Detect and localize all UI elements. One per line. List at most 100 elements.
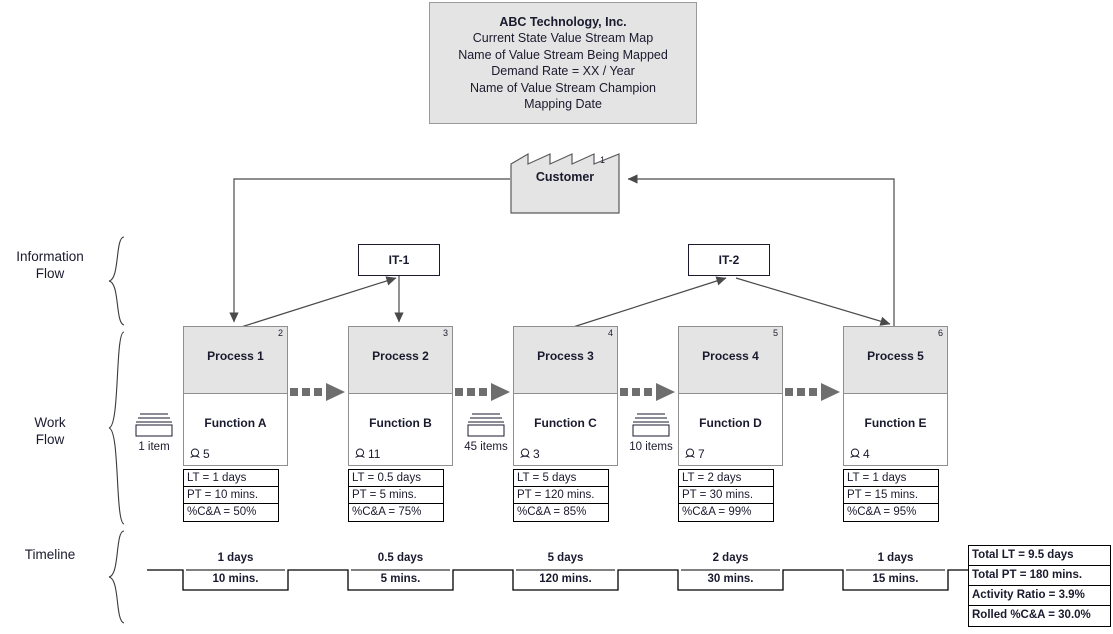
process-number: 4 xyxy=(607,328,613,338)
process-data-box-5: LT = 1 days PT = 15 mins. %C&A = 95% xyxy=(843,469,939,522)
process-box-5[interactable]: 6 Process 5 Function E 4 xyxy=(843,326,948,466)
process-data-box-4: LT = 2 days PT = 30 mins. %C&A = 99% xyxy=(678,469,774,522)
operator-count-value: 11 xyxy=(368,447,381,461)
process-name: Process 3 xyxy=(537,349,594,363)
process-header: 3 Process 2 xyxy=(349,327,452,394)
data-row-complete-accurate: %C&A = 75% xyxy=(352,506,422,518)
data-row-complete-accurate: %C&A = 85% xyxy=(517,506,587,518)
timeline-mins-4: 30 mins. xyxy=(707,573,754,585)
operator-icon xyxy=(685,448,695,458)
process-box-1[interactable]: 2 Process 1 Function A 5 xyxy=(183,326,288,466)
data-row-lead-time: LT = 1 days xyxy=(844,470,938,487)
process-data-box-1: LT = 1 days PT = 10 mins. %C&A = 50% xyxy=(183,469,279,522)
rolled-complete-accurate: Rolled %C&A = 30.0% xyxy=(972,609,1091,621)
process-name: Process 2 xyxy=(372,349,429,363)
totals-summary-box: Total LT = 9.5 days Total PT = 180 mins.… xyxy=(968,545,1111,627)
timeline-days-3: 5 days xyxy=(547,552,584,564)
process-function: Function D xyxy=(699,416,762,430)
flow-process5-to-customer xyxy=(627,174,895,328)
inventory-label: 45 items xyxy=(464,441,508,453)
timeline-days-1: 1 days xyxy=(217,552,254,564)
customer-number: 1 xyxy=(600,155,606,165)
timeline-mins-3: 120 mins. xyxy=(539,573,592,585)
process-number: 5 xyxy=(772,328,778,338)
process-header: 6 Process 5 xyxy=(844,327,947,394)
data-row-lead-time: LT = 5 days xyxy=(514,470,608,487)
operator-count-value: 5 xyxy=(203,447,210,461)
process-function: Function B xyxy=(369,416,432,430)
it-system-label: IT-2 xyxy=(718,253,740,267)
activity-ratio: Activity Ratio = 3.9% xyxy=(969,586,1110,606)
push-arrow-4 xyxy=(785,383,840,401)
data-row-process-time: PT = 5 mins. xyxy=(349,487,443,504)
flow-it2-to-process5 xyxy=(735,277,891,326)
title-block: ABC Technology, Inc. Current State Value… xyxy=(429,2,697,124)
process-body: Function D 7 xyxy=(679,394,782,465)
process-name: Process 4 xyxy=(702,349,759,363)
push-arrow-2 xyxy=(455,383,510,401)
inventory-icon xyxy=(135,413,173,437)
operator-icon xyxy=(190,448,200,458)
process-function: Function E xyxy=(864,416,927,430)
customer-label: Customer xyxy=(535,170,595,184)
process-data-box-2: LT = 0.5 days PT = 5 mins. %C&A = 75% xyxy=(348,469,444,522)
process-function: Function C xyxy=(534,416,597,430)
title-line-champion: Name of Value Stream Champion xyxy=(470,80,656,95)
process-body: Function A 5 xyxy=(184,394,287,465)
it-system-label: IT-1 xyxy=(388,253,410,267)
section-label-information-flow: Information Flow xyxy=(16,249,84,281)
data-row-lead-time: LT = 1 days xyxy=(184,470,278,487)
total-lead-time: Total LT = 9.5 days xyxy=(969,546,1110,566)
data-row-complete-accurate: %C&A = 95% xyxy=(847,506,917,518)
push-arrow-1 xyxy=(290,383,345,401)
data-row-complete-accurate: %C&A = 50% xyxy=(187,506,257,518)
inventory-icon xyxy=(632,413,670,437)
process-body: Function B 11 xyxy=(349,394,452,465)
brace-information-flow xyxy=(108,236,125,326)
process-box-2[interactable]: 3 Process 2 Function B 11 xyxy=(348,326,453,466)
operator-count-value: 7 xyxy=(698,447,705,461)
inventory-icon xyxy=(467,413,505,437)
flow-process1-to-it1 xyxy=(237,276,397,329)
process-header: 2 Process 1 xyxy=(184,327,287,394)
data-row-process-time: PT = 15 mins. xyxy=(844,487,938,504)
process-number: 2 xyxy=(277,328,283,338)
data-row-lead-time: LT = 0.5 days xyxy=(349,470,443,487)
timeline-path xyxy=(147,569,968,591)
title-line-demand-rate: Demand Rate = XX / Year xyxy=(491,64,635,78)
customer-shape xyxy=(510,152,620,214)
title-line-company: ABC Technology, Inc. xyxy=(499,14,627,29)
inventory-marker-3: 10 items xyxy=(624,411,678,453)
operator-count: 4 xyxy=(849,447,870,461)
process-header: 4 Process 3 xyxy=(514,327,617,394)
timeline-days-4: 2 days xyxy=(712,552,749,564)
process-box-4[interactable]: 5 Process 4 Function D 7 xyxy=(678,326,783,466)
brace-work-flow xyxy=(108,331,125,525)
timeline-days-5: 1 days xyxy=(877,552,914,564)
process-number: 6 xyxy=(937,328,943,338)
inventory-marker-2: 45 items xyxy=(459,411,513,453)
process-header: 5 Process 4 xyxy=(679,327,782,394)
inventory-marker-1: 1 item xyxy=(127,411,181,453)
process-name: Process 1 xyxy=(207,349,264,363)
process-body: Function E 4 xyxy=(844,394,947,465)
push-arrow-3 xyxy=(620,383,675,401)
operator-count-value: 3 xyxy=(533,447,540,461)
timeline-days-2: 0.5 days xyxy=(377,552,424,564)
timeline-mins-2: 5 mins. xyxy=(380,573,421,585)
operator-count-value: 4 xyxy=(863,447,870,461)
title-line-mapping-date: Mapping Date xyxy=(524,97,602,111)
section-label-timeline: Timeline xyxy=(24,547,76,562)
data-row-process-time: PT = 120 mins. xyxy=(514,487,608,504)
process-box-3[interactable]: 4 Process 3 Function C 3 xyxy=(513,326,618,466)
it-system-box-1[interactable]: IT-1 xyxy=(358,244,440,276)
process-function: Function A xyxy=(204,416,267,430)
data-row-complete-accurate: %C&A = 99% xyxy=(682,506,752,518)
process-body: Function C 3 xyxy=(514,394,617,465)
flow-process3-to-it2 xyxy=(569,276,727,329)
it-system-box-2[interactable]: IT-2 xyxy=(688,244,770,276)
timeline-mins-1: 10 mins. xyxy=(212,573,259,585)
process-data-box-3: LT = 5 days PT = 120 mins. %C&A = 85% xyxy=(513,469,609,522)
